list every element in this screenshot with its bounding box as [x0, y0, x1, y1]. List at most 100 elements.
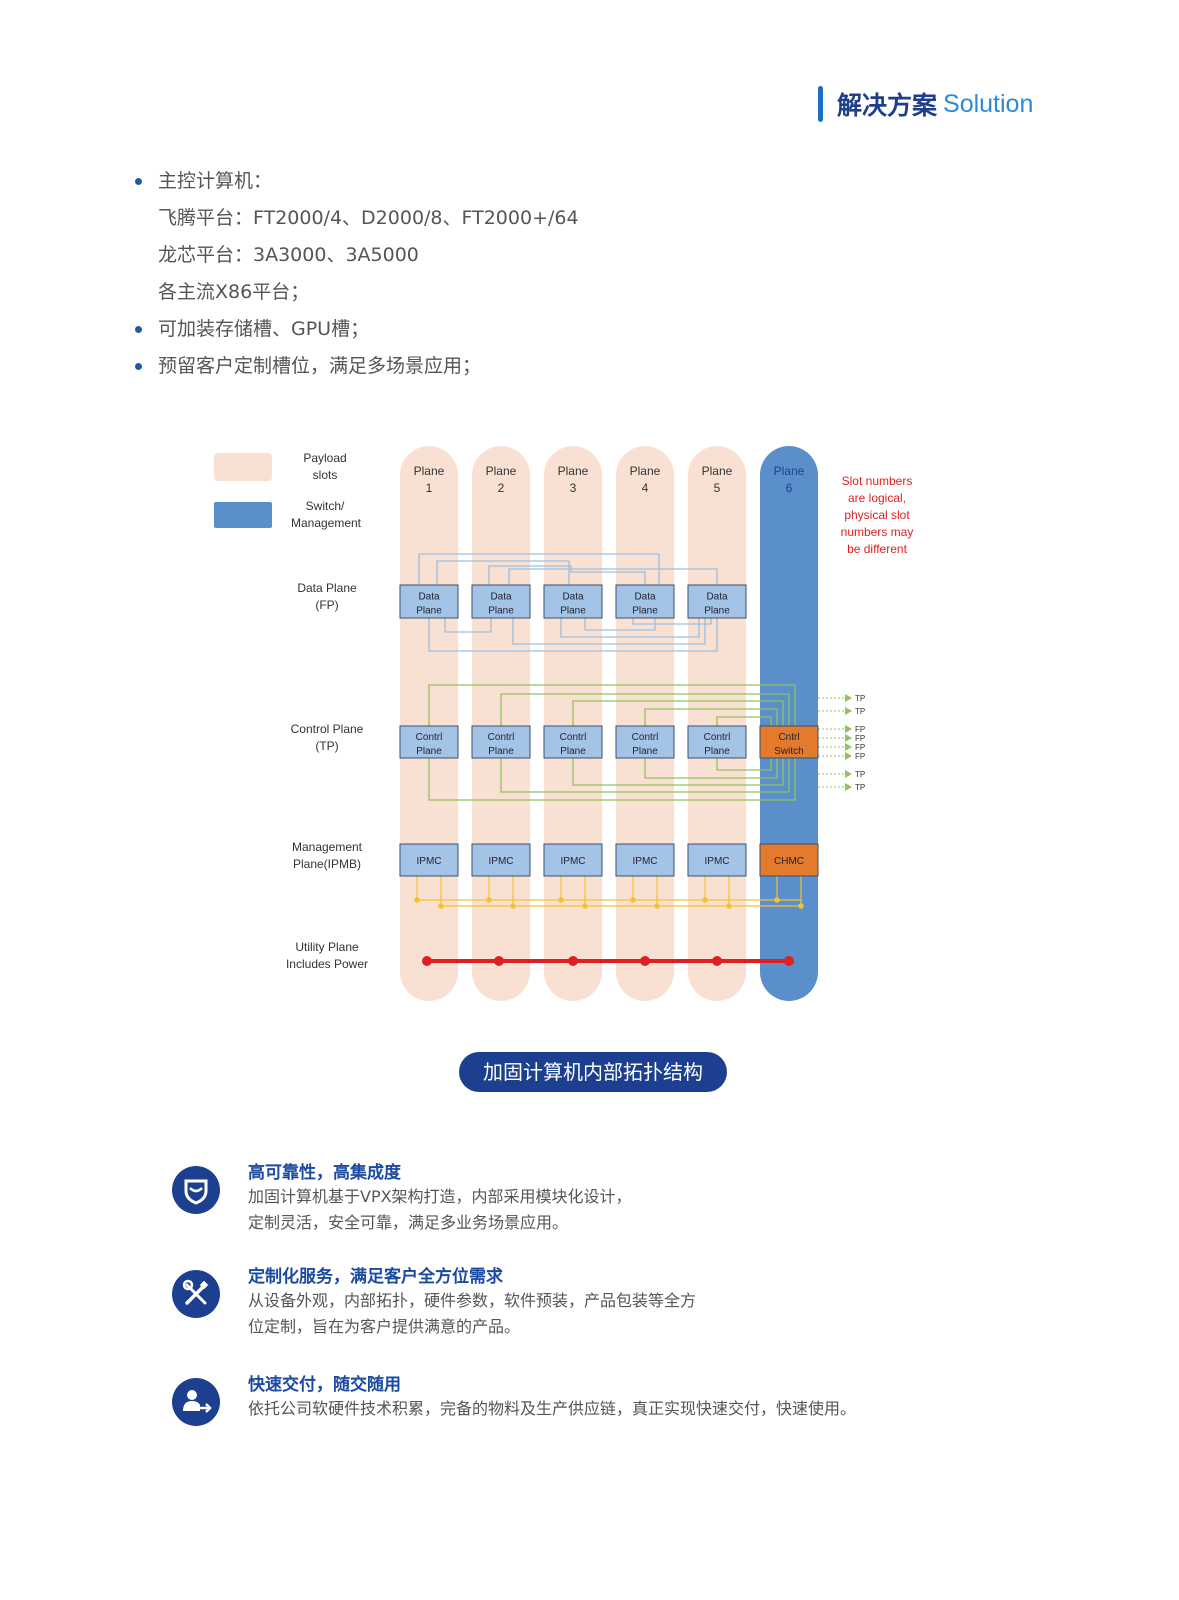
feature-line: 依托公司软硬件技术积累，完备的物料及生产供应链，真正实现快速交付，快速使用。 — [248, 1399, 857, 1418]
control-link — [428, 758, 796, 801]
bullet-item: 可加装存储槽、GPU槽； — [130, 311, 830, 348]
power-node — [640, 956, 650, 966]
control-plane-box-text: Plane — [632, 746, 658, 757]
port-arrow — [845, 707, 852, 715]
port-label: FP — [855, 725, 865, 734]
data-link — [436, 560, 570, 585]
slot-note-line: physical slot — [844, 508, 910, 522]
port-arrow — [845, 752, 852, 760]
data-plane-box — [687, 584, 747, 619]
port-label: TP — [855, 694, 865, 703]
row-label: Management — [292, 840, 363, 854]
feature-line: 定制灵活，安全可靠，满足多业务场景应用。 — [248, 1213, 569, 1232]
ipmb-node — [558, 897, 564, 903]
ipmb-node — [774, 897, 780, 903]
row-label: (FP) — [315, 598, 338, 612]
row-label: Utility Plane — [295, 940, 359, 954]
row-label: (TP) — [315, 739, 338, 753]
bullet-subitem: 各主流X86平台； — [158, 281, 310, 303]
power-node — [568, 956, 578, 966]
bullet-subitem: 龙芯平台：3A3000、3A5000 — [158, 244, 419, 266]
plane-label: Plane — [774, 464, 805, 478]
plane-label: Plane — [558, 464, 589, 478]
data-plane-box-text: Plane — [416, 606, 442, 617]
ipmb-node — [438, 903, 444, 909]
control-plane-box — [687, 725, 747, 759]
data-link — [560, 618, 700, 638]
row-label: Control Plane — [291, 722, 364, 736]
data-plane-box — [615, 584, 675, 619]
ipmb-node — [486, 897, 492, 903]
header-title-cn: 解决方案 — [837, 91, 938, 120]
control-plane-box-text: Contrl — [704, 732, 731, 743]
feature-line: 加固计算机基于VPX架构打造，内部采用模块化设计， — [248, 1187, 632, 1206]
chmc-box-text: CHMC — [774, 856, 804, 867]
plane-label: Plane — [486, 464, 517, 478]
ipmc-box-text: IPMC — [705, 856, 730, 867]
row-label: Data Plane — [297, 581, 357, 595]
slot-note-line: are logical, — [848, 491, 906, 505]
ipmb-node — [414, 897, 420, 903]
control-plane-box-text: Plane — [704, 746, 730, 757]
feature-description: 依托公司软硬件技术积累，完备的物料及生产供应链，真正实现快速交付，快速使用。 — [248, 1396, 948, 1422]
slot-note-line: numbers may — [841, 525, 914, 539]
chmc-box — [759, 843, 819, 877]
plane-number: 3 — [570, 481, 577, 495]
shield-icon — [172, 1166, 220, 1214]
feature-description: 加固计算机基于VPX架构打造，内部采用模块化设计， 定制灵活，安全可靠，满足多业… — [248, 1184, 948, 1236]
port-label: TP — [855, 707, 865, 716]
control-link — [644, 758, 778, 779]
page-header: 解决方案 Solution — [818, 84, 1033, 124]
power-node — [784, 956, 794, 966]
feature-line: 位定制，旨在为客户提供满意的产品。 — [248, 1317, 521, 1336]
data-link — [632, 618, 712, 625]
legend-swatch-payload — [214, 453, 272, 481]
plane-label: Plane — [414, 464, 445, 478]
control-link — [716, 758, 772, 771]
port-label: FP — [855, 743, 865, 752]
ipmb-node — [582, 903, 588, 909]
power-node — [712, 956, 722, 966]
power-node — [422, 956, 432, 966]
ipmc-box-text: IPMC — [489, 856, 514, 867]
feature-title: 定制化服务，满足客户全方位需求 — [248, 1267, 503, 1287]
port-arrow — [845, 783, 852, 791]
row-label: Plane(IPMB) — [293, 857, 361, 871]
data-plane-box-text: Plane — [704, 606, 730, 617]
feature-line: 从设备外观，内部拓扑，硬件参数，软件预装，产品包装等全方 — [248, 1291, 697, 1310]
plane-number: 6 — [786, 481, 793, 495]
control-link — [500, 693, 790, 726]
slot-note-line: Slot numbers — [842, 474, 913, 488]
plane-number: 1 — [426, 481, 433, 495]
legend-swatch-switch — [214, 502, 272, 528]
ipmc-box — [615, 843, 675, 877]
topology-diagram: PayloadslotsSwitch/ManagementPlane1Plane… — [214, 446, 914, 1001]
plane-number: 5 — [714, 481, 721, 495]
control-plane-box-text: Plane — [488, 746, 514, 757]
data-plane-box-text: Data — [418, 592, 440, 603]
control-plane-box-text: Contrl — [416, 732, 443, 743]
legend-label: Switch/ — [306, 499, 345, 513]
plane-label: Plane — [630, 464, 661, 478]
feature-title: 高可靠性，高集成度 — [248, 1163, 401, 1183]
ipmb-node — [798, 903, 804, 909]
slot-note-line: be different — [847, 542, 907, 556]
control-switch-box-text: Switch — [774, 746, 803, 757]
feature-title: 快速交付，随交随用 — [248, 1375, 401, 1395]
ipmb-node — [726, 903, 732, 909]
ipmc-box — [399, 843, 459, 877]
plane-number: 2 — [498, 481, 505, 495]
header-title-en: Solution — [943, 89, 1034, 118]
control-plane-box-text: Contrl — [488, 732, 515, 743]
control-plane-box — [471, 725, 531, 759]
ipmb-node — [702, 897, 708, 903]
control-plane-box-text: Contrl — [632, 732, 659, 743]
port-label: FP — [855, 734, 865, 743]
plane-label: Plane — [702, 464, 733, 478]
control-plane-box — [399, 725, 459, 759]
port-arrow — [845, 725, 852, 733]
row-label: Includes Power — [286, 957, 368, 971]
legend-label: slots — [313, 468, 338, 482]
control-link — [572, 758, 784, 786]
